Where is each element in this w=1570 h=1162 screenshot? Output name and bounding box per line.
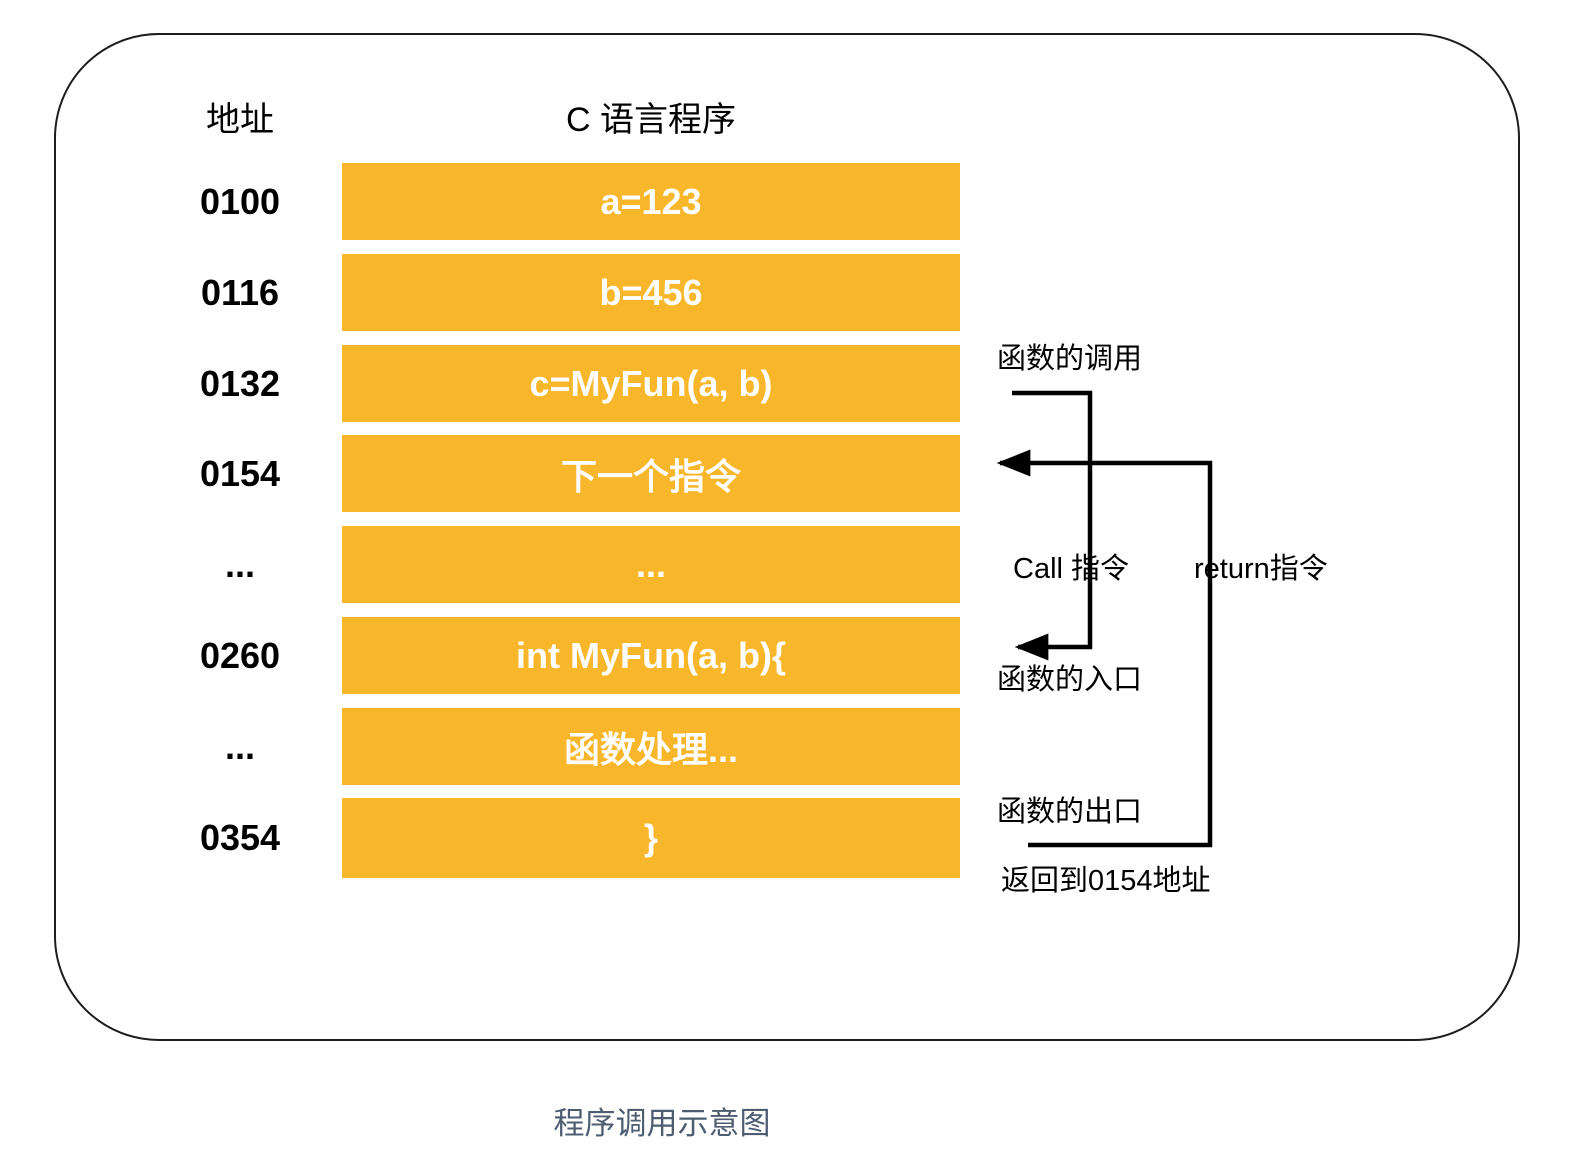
code-bar: } bbox=[342, 798, 960, 878]
address-label: ... bbox=[224, 543, 255, 585]
code-bar: b=456 bbox=[342, 254, 960, 331]
address-label: 0100 bbox=[199, 180, 281, 222]
function-exit-label: 函数的出口 bbox=[997, 796, 1143, 828]
code-bar: c=MyFun(a, b) bbox=[342, 345, 960, 422]
code-bar: int MyFun(a, b){ bbox=[342, 617, 960, 694]
address-label: ... bbox=[224, 725, 255, 767]
return-instruction-label: return指令 bbox=[1194, 553, 1328, 585]
code-bar: a=123 bbox=[342, 163, 960, 240]
call-instruction-label: Call 指令 bbox=[1013, 553, 1130, 585]
code-bar: ... bbox=[342, 526, 960, 603]
code-bar: 下一个指令 bbox=[342, 435, 960, 512]
code-bar: 函数处理... bbox=[342, 708, 960, 785]
diagram-frame bbox=[54, 33, 1520, 1041]
address-column-header: 地址 bbox=[206, 101, 274, 139]
return-address-note: 返回到0154地址 bbox=[1001, 865, 1211, 897]
function-entry-label: 函数的入口 bbox=[997, 664, 1143, 696]
program-column-header: C 语言程序 bbox=[566, 101, 736, 139]
address-label: 0354 bbox=[199, 817, 281, 858]
address-label: 0260 bbox=[199, 634, 281, 676]
diagram-caption: 程序调用示意图 bbox=[553, 1106, 771, 1141]
address-label: 0132 bbox=[199, 362, 281, 404]
address-label: 0116 bbox=[200, 271, 280, 313]
address-label: 0154 bbox=[199, 452, 281, 494]
call-site-label: 函数的调用 bbox=[997, 343, 1143, 375]
